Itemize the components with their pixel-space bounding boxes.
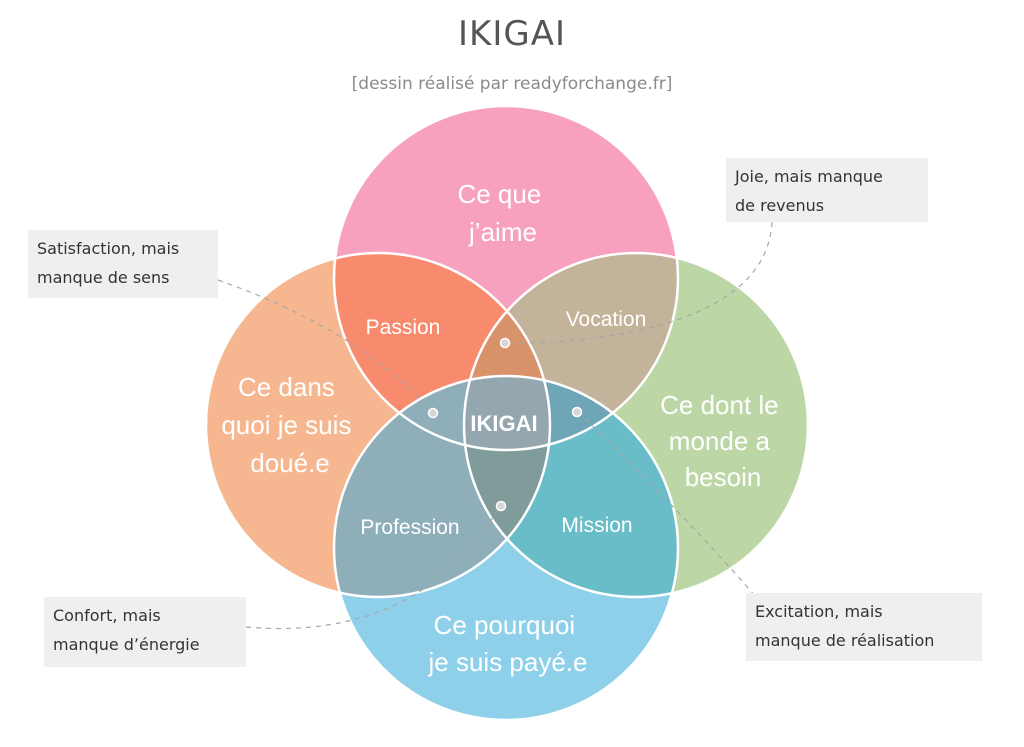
note-satisfaction-line-1: Satisfaction, mais (37, 239, 180, 258)
note-confort: Confort, mais manque d’énergie (44, 597, 246, 667)
label-passion: Passion (366, 316, 441, 339)
label-profession: Profession (360, 516, 459, 539)
circle-label-good-at: Ce dans quoi je suis doué.e (221, 372, 358, 478)
anchor-dot-satisfaction (427, 407, 439, 419)
note-joie: Joie, mais manque de revenus (726, 158, 928, 222)
note-excitation-line-2: manque de réalisation (755, 631, 935, 650)
outline-love (332, 104, 680, 452)
anchor-dot-joie (499, 337, 511, 349)
leader-line-joie (504, 221, 773, 344)
label-ikigai-center: IKIGAI (470, 411, 537, 436)
anchor-dot-excitation (571, 406, 583, 418)
circle-label-paid-for: Ce pourquoi je suis payé.e (428, 610, 588, 677)
diagram-subtitle: [dessin réalisé par readyforchange.fr] (351, 74, 673, 94)
circle-label-love: Ce que j’aime (457, 179, 548, 247)
leader-line-confort (245, 505, 501, 630)
note-excitation: Excitation, mais manque de réalisation (746, 593, 982, 661)
label-vocation: Vocation (566, 308, 647, 331)
label-mission: Mission (561, 514, 632, 537)
leader-line-excitation (577, 411, 763, 605)
note-satisfaction: Satisfaction, mais manque de sens (28, 230, 218, 298)
anchor-dot-confort (495, 500, 507, 512)
note-confort-line-2: manque d’énergie (53, 635, 200, 654)
circle-label-world-needs: Ce dont le monde a besoin (660, 390, 786, 492)
note-satisfaction-line-2: manque de sens (37, 268, 170, 287)
outline-world-needs (462, 251, 810, 599)
outline-good-at (204, 251, 552, 599)
diagram-title: IKIGAI (458, 14, 566, 54)
note-confort-line-1: Confort, mais (53, 606, 161, 625)
note-joie-line-2: de revenus (735, 196, 825, 215)
note-excitation-line-1: Excitation, mais (755, 602, 883, 621)
note-joie-line-1: Joie, mais manque (735, 167, 883, 186)
outline-paid-for (332, 374, 680, 722)
